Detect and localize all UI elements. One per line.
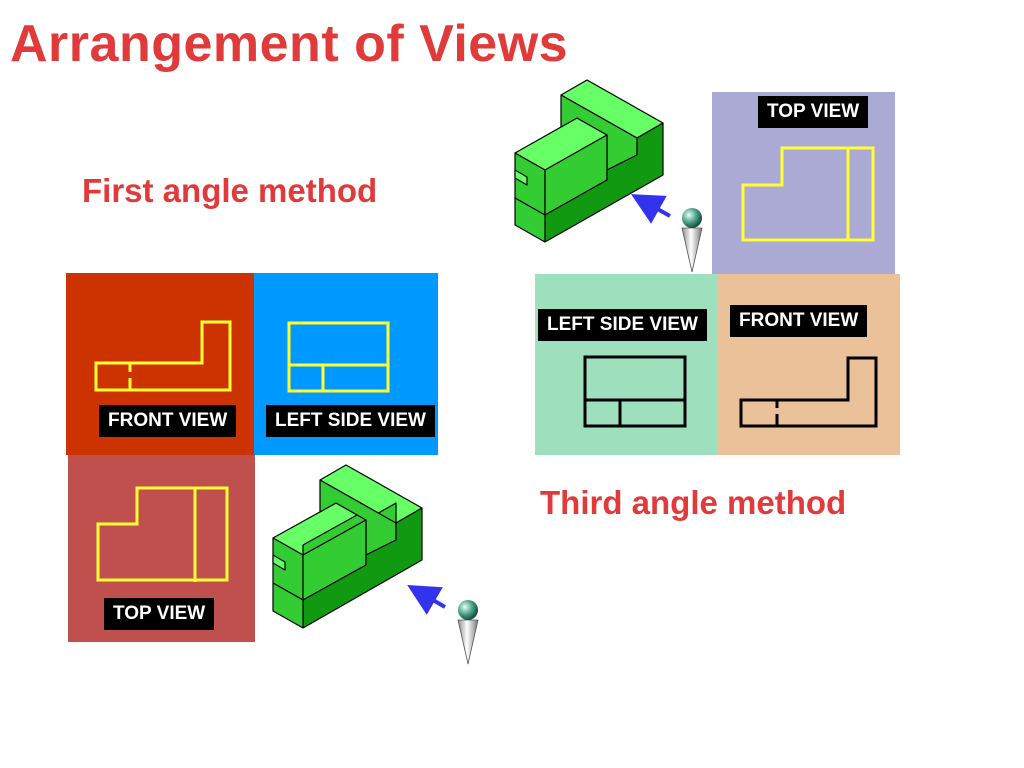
first-angle-front-label: FRONT VIEW: [99, 405, 237, 437]
first-angle-side-outline: [287, 321, 390, 393]
first-angle-top-label: TOP VIEW: [104, 598, 215, 630]
first-angle-side-label: LEFT SIDE VIEW: [266, 405, 435, 437]
first-angle-observer-icon: [407, 584, 479, 665]
third-angle-side-label: LEFT SIDE VIEW: [538, 309, 707, 341]
first-angle-front-outline: [94, 320, 232, 392]
first-angle-heading: First angle method: [82, 172, 378, 209]
third-angle-observer-icon: [631, 194, 703, 273]
third-angle-front-label: FRONT VIEW: [730, 305, 868, 337]
third-angle-side-outline: [583, 355, 687, 428]
page-title: Arrangement of Views: [10, 15, 569, 73]
third-angle-block: [514, 79, 664, 243]
third-angle-top-outline: [741, 146, 875, 242]
first-angle-block: [272, 464, 423, 629]
first-angle-top-outline: [96, 486, 229, 582]
third-angle-top-label: TOP VIEW: [758, 96, 869, 128]
third-angle-heading: Third angle method: [540, 484, 847, 521]
third-angle-front-outline: [739, 356, 878, 428]
